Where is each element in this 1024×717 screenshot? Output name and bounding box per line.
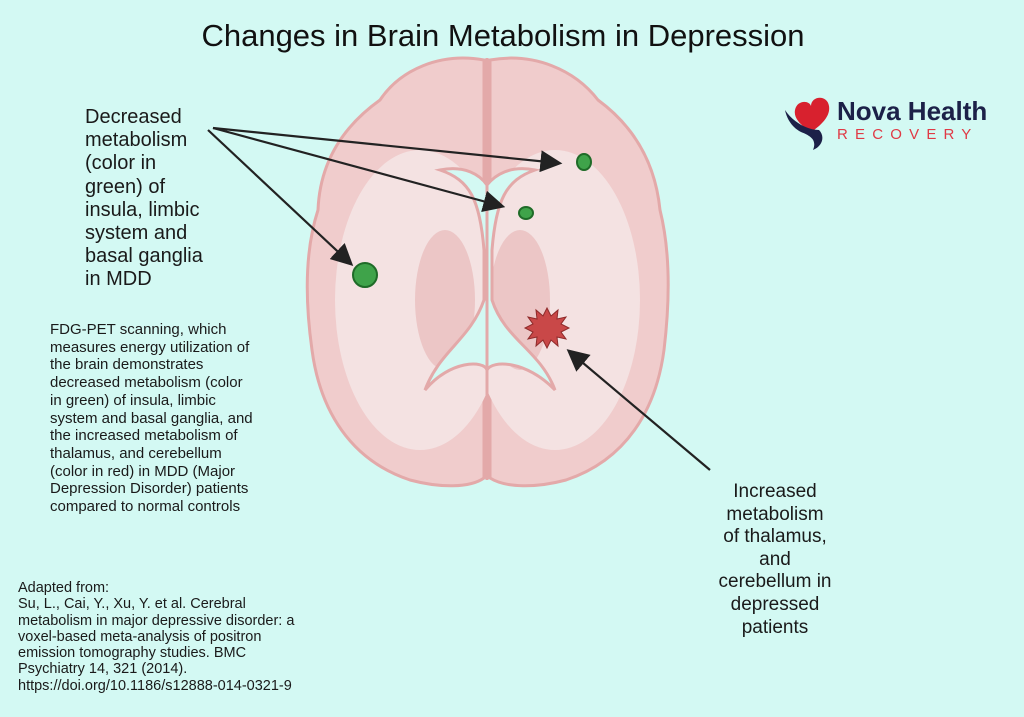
label-line: patients: [741, 616, 809, 638]
text-line: the brain demonstrates: [50, 356, 204, 374]
text-line: the increased metabolism of: [50, 427, 238, 445]
label-line: basal ganglia: [85, 245, 203, 268]
text-line: compared to normal controls: [50, 498, 241, 516]
arrow-to-insula: [207, 129, 354, 267]
text-line: in green) of insula, limbic: [50, 391, 216, 409]
label-line: metabolism: [85, 129, 188, 152]
label-line: and: [759, 548, 791, 570]
label-line: depressed: [730, 593, 820, 615]
page-title: Changes in Brain Metabolism in Depressio…: [201, 18, 805, 53]
text-line: measures energy utilization of: [50, 338, 250, 356]
label-line: of thalamus,: [723, 526, 827, 548]
citation: Adapted from: Su, L., Cai, Y., Xu, Y. et…: [18, 580, 294, 694]
text-line: system and basal ganglia, and: [50, 409, 253, 427]
citation-line: voxel-based meta-analysis of positron: [18, 628, 262, 645]
label-line: in MDD: [85, 268, 152, 291]
arrow-to-limbic: [212, 126, 506, 213]
increased-metabolism-label: Increased metabolism of thalamus, and ce…: [690, 481, 860, 639]
heart-hand-icon: [785, 97, 830, 150]
description-paragraph: FDG-PET scanning, which measures energy …: [50, 321, 253, 516]
text-line: FDG-PET scanning, which: [50, 321, 227, 338]
text-line: thalamus, and cerebellum: [50, 444, 222, 462]
text-line: (color in red) in MDD (Major: [50, 462, 236, 480]
logo-subtitle: RECOVERY: [837, 126, 979, 143]
label-line: system and: [85, 222, 188, 245]
left-basal-ganglia: [415, 230, 475, 370]
insula-decreased-marker: [352, 262, 378, 288]
text-line: decreased metabolism (color: [50, 374, 243, 392]
nova-health-logo: Nova Health RECOVERY: [783, 92, 1013, 152]
label-line: cerebellum in: [718, 571, 832, 593]
text-line: Depression Disorder) patients: [50, 480, 249, 498]
label-line: (color in: [85, 152, 157, 175]
label-line: metabolism: [726, 503, 824, 525]
limbic-decreased-marker: [518, 206, 534, 220]
ventricles: [423, 167, 557, 392]
label-line: Decreased: [85, 106, 182, 128]
citation-line: Adapted from:: [18, 580, 110, 596]
citation-line: Su, L., Cai, Y., Xu, Y. et al. Cerebral: [18, 596, 246, 613]
label-line: Increased: [733, 481, 817, 502]
citation-line: emission tomography studies. BMC: [18, 645, 247, 662]
citation-doi-link[interactable]: https://doi.org/10.1186/s12888-014-0321-…: [18, 677, 292, 694]
cortex-decreased-marker: [576, 153, 592, 171]
logo-name: Nova Health: [837, 96, 988, 126]
arrow-to-cortex: [212, 126, 563, 173]
decreased-metabolism-label: Decreased metabolism (color in green) of…: [85, 106, 203, 292]
label-line: insula, limbic: [85, 198, 200, 221]
citation-line: Psychiatry 14, 321 (2014).: [18, 661, 188, 678]
citation-line: metabolism in major depressive disorder:…: [18, 612, 295, 629]
arrow-to-thalamus: [566, 349, 711, 471]
thalamus-increased-marker: [523, 306, 571, 350]
label-line: green) of: [85, 175, 166, 198]
